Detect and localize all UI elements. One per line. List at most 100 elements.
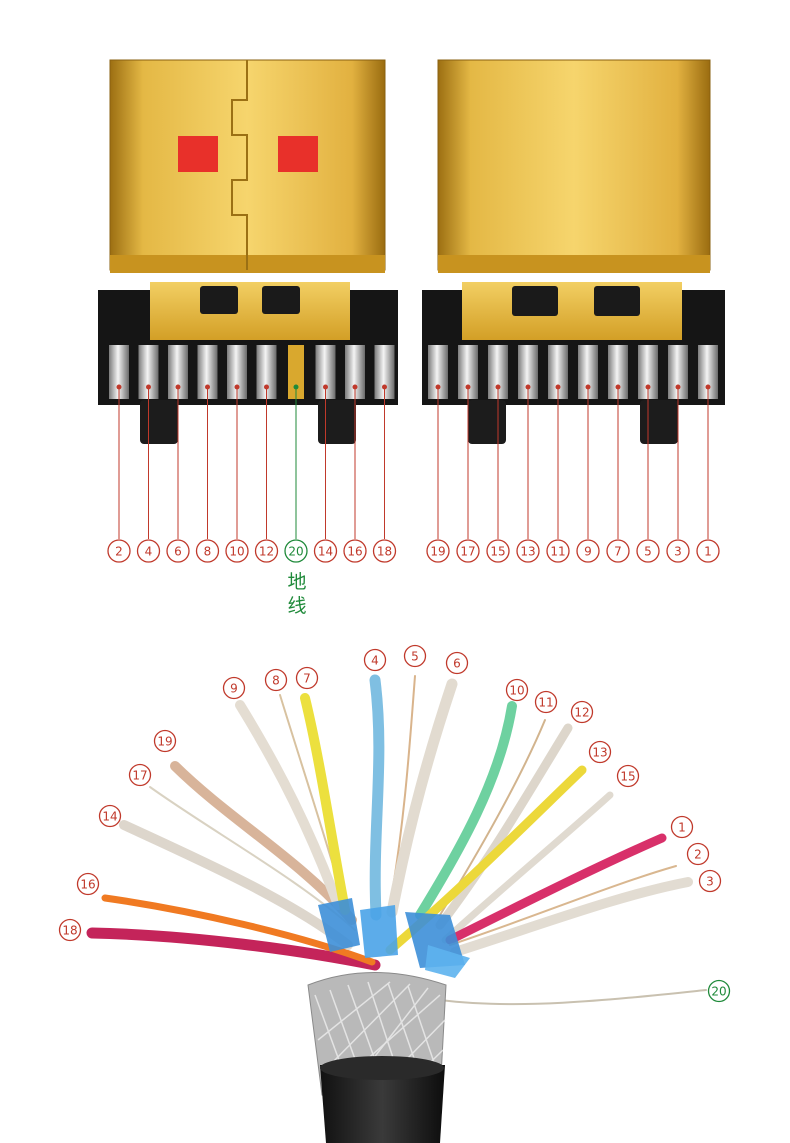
wire-label-10: 10 — [505, 678, 529, 702]
pin-label-1: 1 — [696, 539, 720, 563]
pin-label-1-ring — [696, 539, 720, 563]
wire-label-5-ring — [403, 644, 427, 668]
pin-12-contact — [256, 345, 277, 399]
pin-label-8-text: 8 — [204, 545, 212, 559]
pin-label-14-ring — [313, 539, 338, 563]
pin-label-2-text: 2 — [115, 545, 123, 559]
pin-label-12: 12 — [254, 539, 279, 563]
wire-label-13-text: 13 — [592, 746, 607, 760]
wire-label-12-text: 12 — [574, 706, 589, 720]
pin-label-3-ring — [666, 539, 690, 563]
wire-label-11-ring — [534, 690, 558, 714]
wire-label-8: 8 — [264, 668, 288, 692]
pin-label-16: 16 — [343, 539, 367, 563]
pin-label-8: 8 — [195, 539, 220, 563]
wire-9 — [235, 700, 343, 910]
wire-label-7: 7 — [295, 666, 319, 690]
wire-label-16: 16 — [76, 872, 100, 896]
wire-label-17-ring — [128, 763, 152, 787]
wire-label-5: 5 — [403, 644, 427, 668]
wire-6 — [386, 678, 458, 918]
pin-label-18-text: 18 — [377, 545, 392, 559]
pin-label-10: 10 — [225, 539, 249, 563]
pin-5-contact — [638, 345, 658, 399]
wire-7 — [300, 693, 350, 915]
wire-label-2-ring — [686, 842, 710, 866]
wire-label-1: 1 — [670, 815, 694, 839]
pin-label-1-text: 1 — [704, 545, 712, 559]
pin-label-10-ring — [225, 539, 249, 563]
wire-label-19: 19 — [153, 729, 177, 753]
pin-label-15-text: 15 — [490, 545, 505, 559]
wire-label-18-text: 18 — [62, 924, 77, 938]
pin-label-6-ring — [166, 539, 190, 563]
pin-label-13-ring — [516, 539, 540, 563]
wire-label-15-ring — [616, 764, 640, 788]
left-housing-latch-a — [200, 286, 238, 314]
contact-pad-left — [178, 136, 218, 172]
wire-label-2-text: 2 — [694, 848, 702, 862]
wire-1 — [445, 833, 667, 945]
wire-label-14-text: 14 — [102, 810, 117, 824]
right-housing-latch-b — [594, 286, 640, 316]
wire-10 — [415, 701, 517, 920]
left-housing-latch-b — [262, 286, 300, 314]
wire-label-9-text: 9 — [230, 682, 238, 696]
pin-label-17-text: 17 — [460, 545, 475, 559]
right-connector-shell-bevel — [438, 255, 710, 273]
pin-label-20-ring — [284, 539, 308, 563]
cable-jacket — [320, 1065, 445, 1143]
wire-label-1-text: 1 — [678, 821, 686, 835]
pin-label-11-ring — [546, 539, 570, 563]
wire-label-11-text: 11 — [538, 696, 553, 710]
pin-label-3: 3 — [666, 539, 690, 563]
wire-label-13: 13 — [588, 740, 612, 764]
pin-17-contact — [458, 345, 478, 399]
left-housing-gold-plate — [150, 282, 350, 340]
pin-16-contact — [345, 345, 365, 399]
wire-label-16-ring — [76, 872, 100, 896]
cable-jacket-edge — [320, 1056, 444, 1080]
wire-label-20-ring — [707, 979, 731, 1003]
pin-label-4: 4 — [136, 539, 161, 563]
wire-15 — [441, 791, 614, 944]
wire-label-1-ring — [670, 815, 694, 839]
wire-2 — [449, 865, 677, 946]
wire-label-8-ring — [264, 668, 288, 692]
wire-label-2: 2 — [686, 842, 710, 866]
wire-label-11: 11 — [534, 690, 558, 714]
ground-note-line2: 线 — [287, 595, 306, 617]
wire-label-19-ring — [153, 729, 177, 753]
pin-label-17-ring — [456, 539, 480, 563]
wire-label-3-ring — [698, 869, 722, 893]
pin-label-13-text: 13 — [520, 545, 535, 559]
pin-label-14-text: 14 — [318, 545, 333, 559]
pin-label-4-text: 4 — [145, 545, 153, 559]
right-tab-b — [640, 400, 678, 444]
pin-label-17: 17 — [456, 539, 480, 563]
wire-label-7-text: 7 — [303, 672, 311, 686]
pin-label-2-ring — [107, 539, 131, 563]
contact-pad-right — [278, 136, 318, 172]
wire-label-15-text: 15 — [620, 770, 635, 784]
wire-label-19-text: 19 — [157, 735, 172, 749]
wire-label-7-ring — [295, 666, 319, 690]
pin-label-12-ring — [254, 539, 279, 563]
pin-label-10-text: 10 — [229, 545, 244, 559]
pin-label-6: 6 — [166, 539, 190, 563]
pin-label-19-ring — [426, 539, 450, 563]
wire-3 — [450, 877, 693, 957]
pin-label-11-text: 11 — [550, 545, 565, 559]
wire-label-6: 6 — [445, 651, 469, 675]
pin-label-4-ring — [136, 539, 161, 563]
wire-label-4-text: 4 — [371, 654, 379, 668]
pin-label-15-ring — [486, 539, 510, 563]
wire-label-6-text: 6 — [453, 657, 461, 671]
pin-11-contact — [548, 345, 568, 399]
pin-9-contact — [578, 345, 598, 399]
